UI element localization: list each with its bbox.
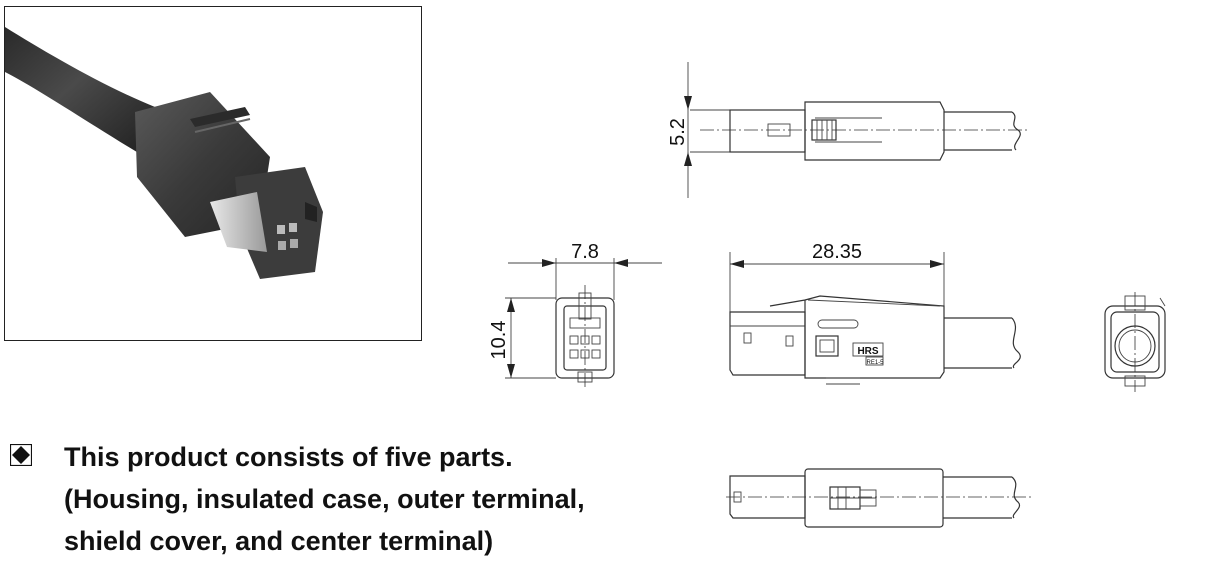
top-view-drawing (729, 252, 1021, 385)
bottom-view-drawing (726, 468, 1032, 528)
cable (5, 27, 155, 157)
contact-cells (569, 335, 601, 359)
product-description: This product consists of five parts. (Ho… (64, 436, 585, 562)
rear-view-drawing (1104, 292, 1166, 392)
marking-brand: HRS (857, 346, 878, 357)
connector-photo-illustration (5, 27, 323, 279)
diamond-bullet-icon (9, 443, 33, 467)
product-photo (4, 6, 422, 341)
marking-part: RE1-5 (866, 360, 884, 366)
dim-side-height: 5.2 (667, 118, 689, 146)
description-line-1: This product consists of five parts. (64, 442, 513, 472)
dim-front-width: 7.8 (571, 241, 599, 263)
shield-cover (210, 192, 267, 252)
dim-front-height: 10.4 (488, 321, 510, 360)
description-line-2: (Housing, insulated case, outer terminal… (64, 484, 585, 514)
description-line-3: shield cover, and center terminal) (64, 526, 494, 556)
bottom-latch (829, 486, 877, 510)
dim-overall-length: 28.35 (812, 241, 862, 263)
latch-ribs (811, 119, 837, 141)
front-view-drawing (505, 258, 662, 390)
side-view-drawing (684, 62, 1030, 198)
